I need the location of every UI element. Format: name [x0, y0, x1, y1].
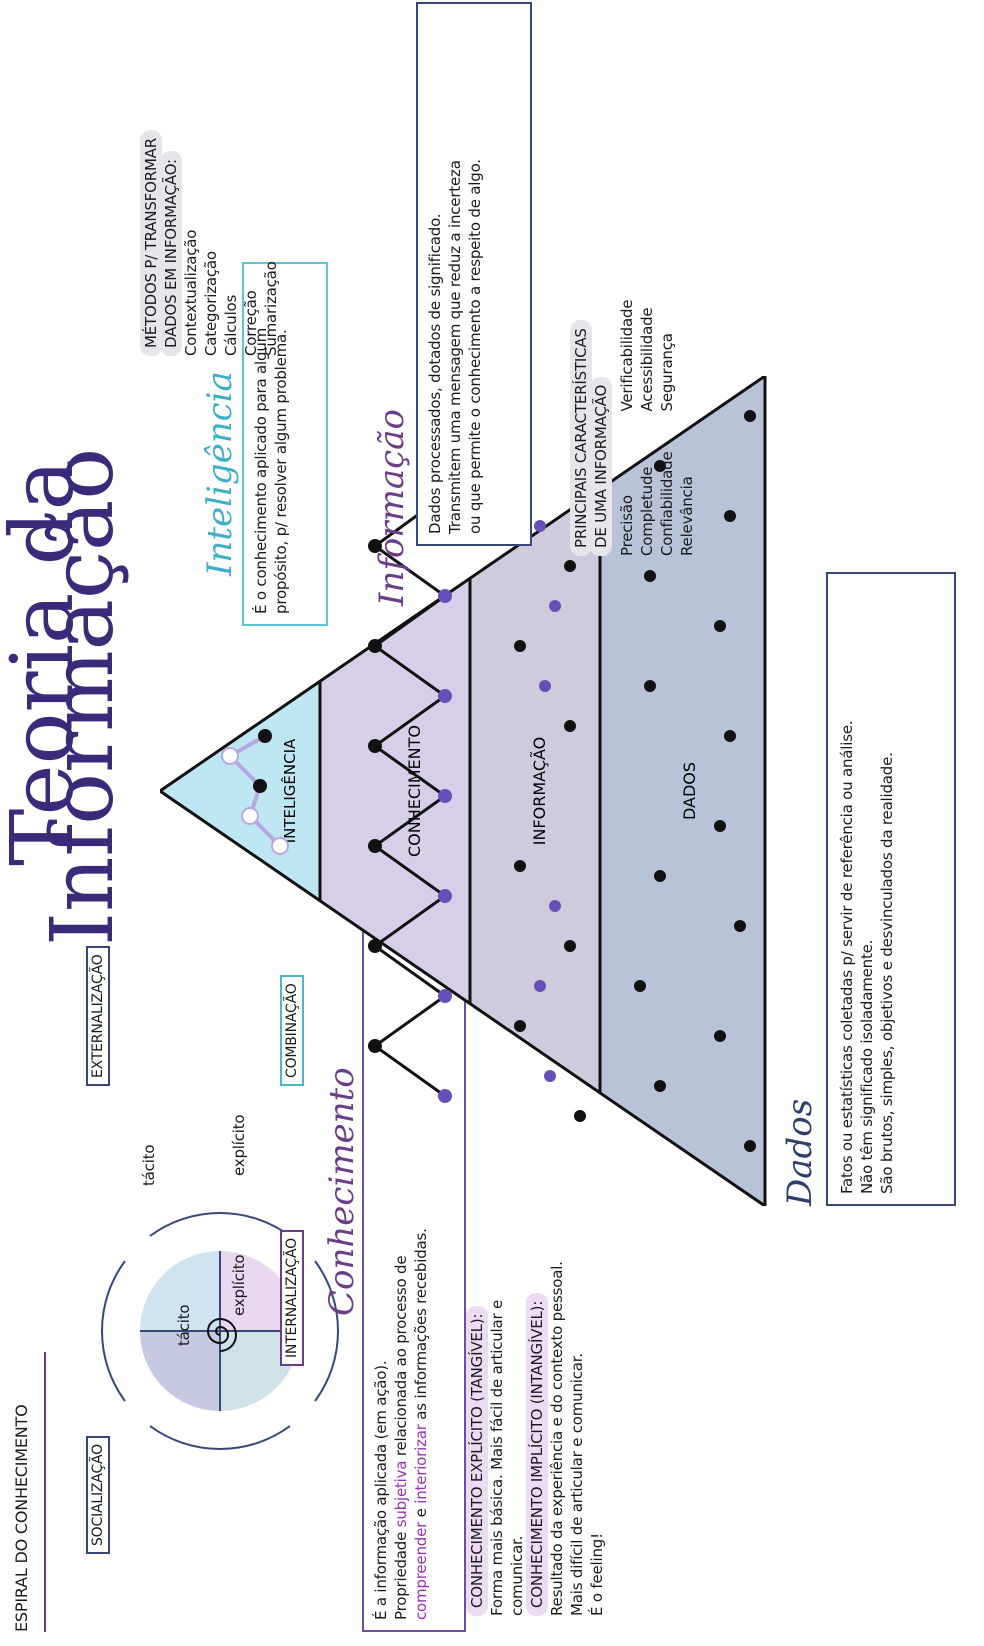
- tag-externalizacao: EXTERNALIZAÇÃO: [86, 946, 110, 1086]
- spiral-quadrant-top-right: [140, 1251, 220, 1331]
- page-title-line2: Informação: [33, 447, 133, 946]
- label-explicito-bottom: explícito: [230, 1254, 248, 1316]
- pyramid-label-informacao: INFORMAÇÃO: [530, 737, 549, 846]
- implicito-title: CONHECIMENTO IMPLÍCITO (INTANGÍVEL):: [526, 1292, 548, 1616]
- metodos-section: MÉTODOS P/ TRANSFORMAR DADOS EM INFORMAÇ…: [140, 16, 282, 356]
- conhecimento-bullet1: É a informação aplicada (em ação).: [372, 1360, 390, 1621]
- pyramid-label-inteligencia: INTELIGÊNCIA: [280, 738, 299, 843]
- dados-box: Fatos ou estatísticas coletadas p/ servi…: [826, 572, 956, 1206]
- pyramid-label-dados: DADOS: [680, 762, 699, 820]
- informacao-heading: Informação: [372, 409, 412, 606]
- inteligencia-heading: Inteligência: [200, 371, 240, 576]
- explicito-title: CONHECIMENTO EXPLÍCITO (TANGÍVEL):: [466, 1305, 488, 1616]
- pyramid-level-dados: [600, 376, 765, 1206]
- label-tacito-top: tácito: [140, 1144, 158, 1186]
- spiral-quadrant-top-left: [140, 1331, 220, 1411]
- espiral-title: ESPIRAL DO CONHECIMENTO: [12, 1352, 46, 1632]
- tag-internalizacao: INTERNALIZAÇÃO: [280, 1230, 304, 1366]
- informacao-box: Dados processados, dotados de significad…: [416, 2, 532, 546]
- caracteristicas-section: PRINCIPAIS CARACTERÍSTICAS DE UMA INFORM…: [570, 299, 696, 556]
- spiral-icon: [207, 1317, 237, 1352]
- label-tacito-left: tácito: [175, 1304, 193, 1346]
- pyramid-level-informacao: [470, 376, 600, 1206]
- dados-heading: Dados: [780, 1098, 820, 1206]
- tag-socializacao: SOCIALIZAÇÃO: [86, 1436, 110, 1554]
- pyramid-label-conhecimento: CONHECIMENTO: [405, 725, 424, 857]
